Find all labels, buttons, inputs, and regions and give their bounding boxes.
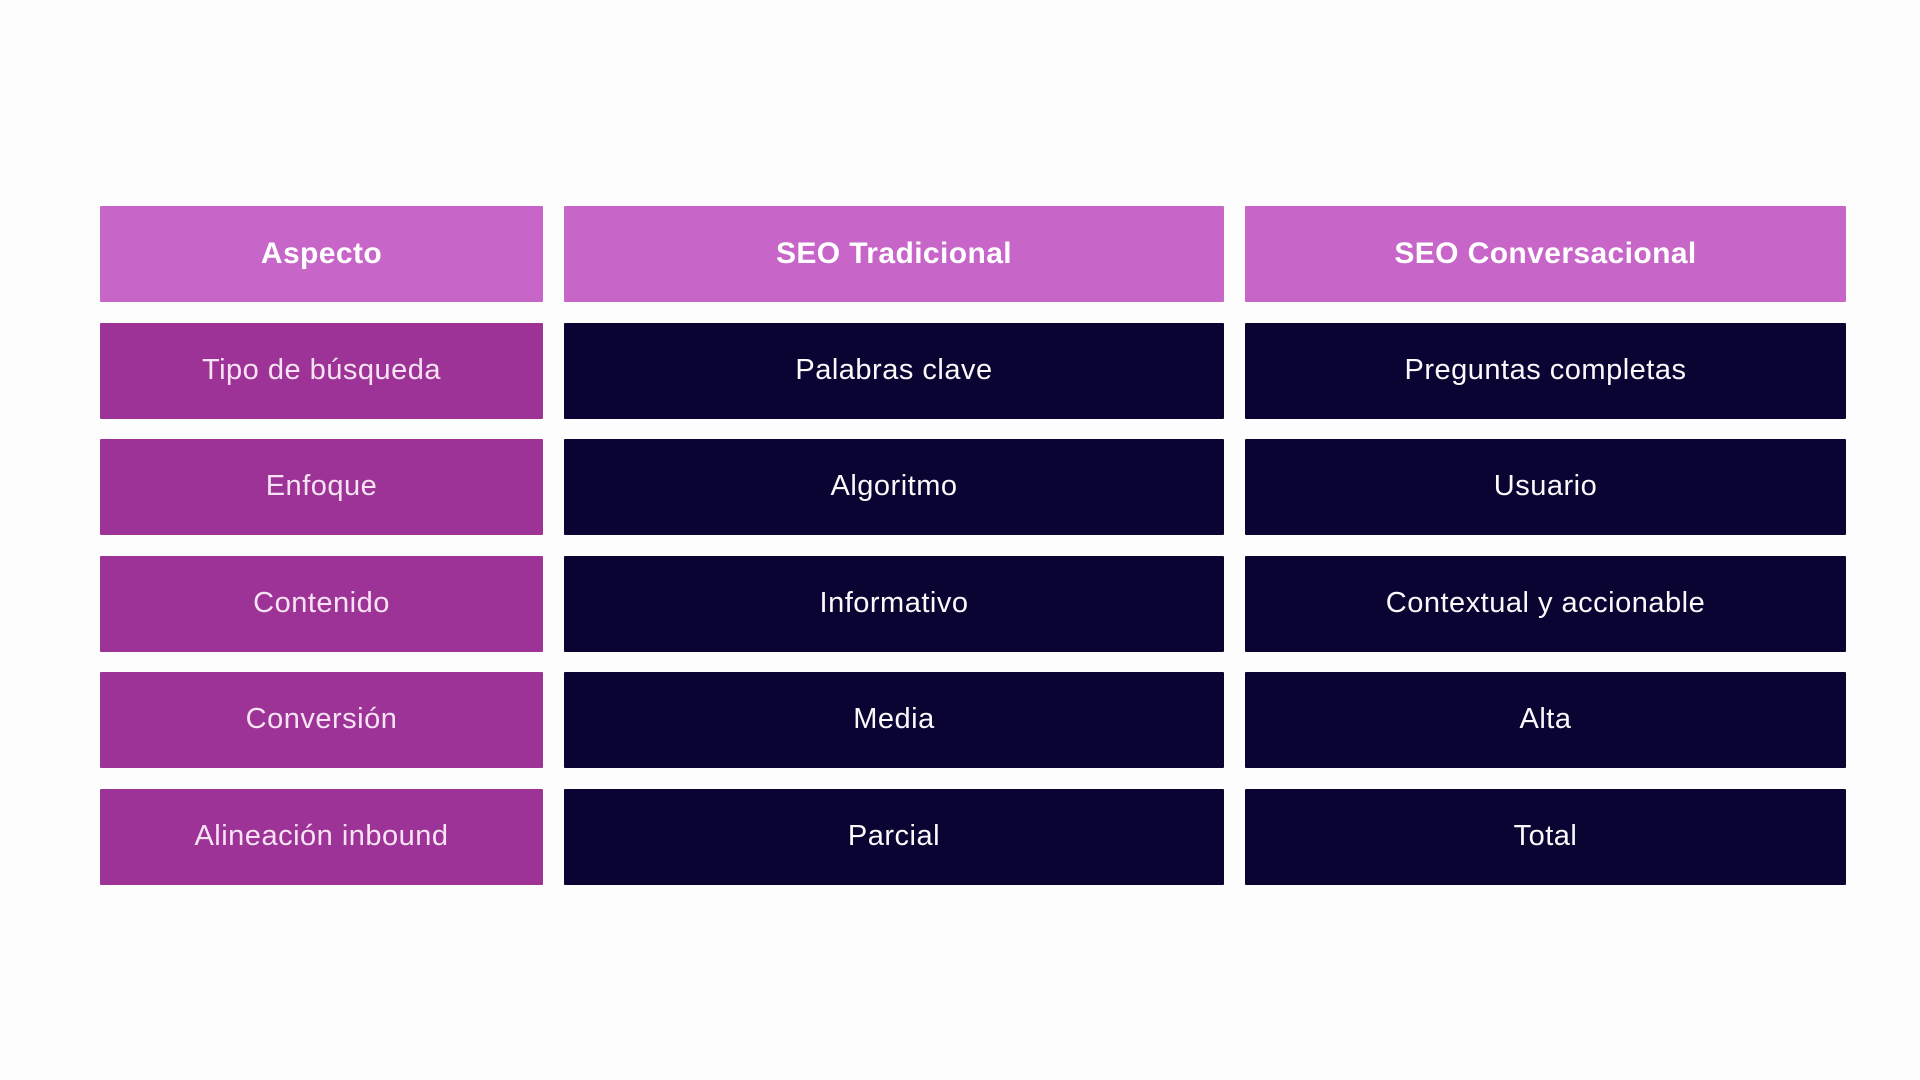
row-label-enfoque: Enfoque	[100, 439, 543, 535]
traditional-value-enfoque: Algoritmo	[564, 439, 1224, 535]
row-label-conversion: Conversión	[100, 672, 543, 768]
header-cell-seo-tradicional: SEO Tradicional	[564, 206, 1224, 302]
header-cell-seo-conversacional: SEO Conversacional	[1245, 206, 1846, 302]
comparison-table: Aspecto SEO Tradicional SEO Conversacion…	[100, 206, 1846, 885]
conversational-value-tipo-de-busqueda: Preguntas completas	[1245, 322, 1846, 419]
conversational-value-conversion: Alta	[1245, 672, 1846, 768]
conversational-value-enfoque: Usuario	[1245, 439, 1846, 535]
row-label-tipo-de-busqueda: Tipo de búsqueda	[100, 322, 543, 419]
conversational-value-alineacion-inbound: Total	[1245, 788, 1846, 885]
row-label-contenido: Contenido	[100, 555, 543, 652]
row-label-alineacion-inbound: Alineación inbound	[100, 788, 543, 885]
traditional-value-alineacion-inbound: Parcial	[564, 788, 1224, 885]
traditional-value-conversion: Media	[564, 672, 1224, 768]
conversational-value-contenido: Contextual y accionable	[1245, 555, 1846, 652]
traditional-value-contenido: Informativo	[564, 555, 1224, 652]
header-cell-aspecto: Aspecto	[100, 206, 543, 302]
traditional-value-tipo-de-busqueda: Palabras clave	[564, 322, 1224, 419]
